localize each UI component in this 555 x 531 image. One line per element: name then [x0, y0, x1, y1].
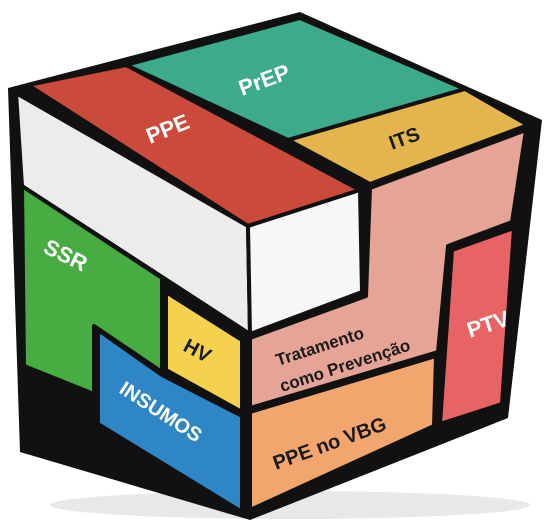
its-block	[286, 87, 530, 186]
ptv-block	[438, 226, 516, 426]
tratamento-block	[248, 128, 528, 410]
hv-block	[164, 290, 244, 414]
ppe-vbg-block	[248, 354, 438, 512]
cube-shadow	[50, 491, 530, 519]
insumos-block	[96, 328, 244, 514]
empty-block-side	[246, 188, 364, 336]
ssr-block	[20, 184, 164, 396]
